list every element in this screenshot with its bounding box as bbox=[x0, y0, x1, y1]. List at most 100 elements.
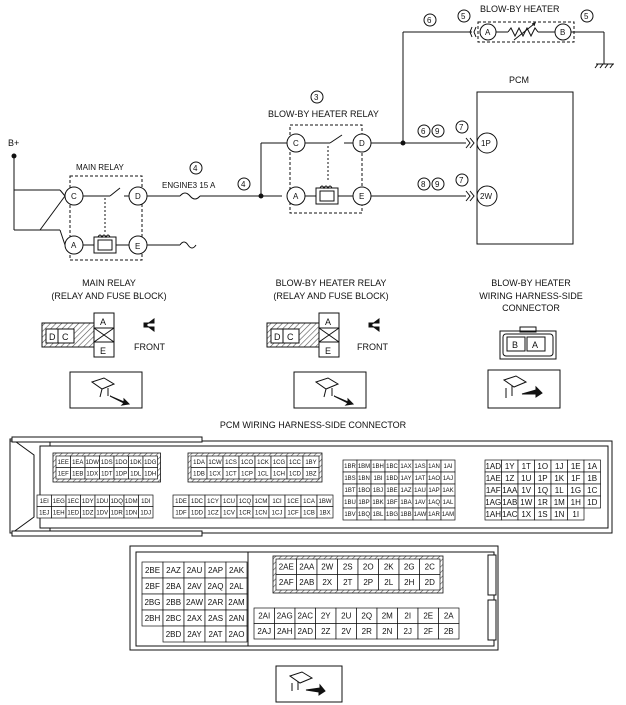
pin-label: 1DE bbox=[175, 499, 187, 505]
pin-label: 1DF bbox=[175, 510, 187, 516]
pin-label: 2M bbox=[382, 612, 393, 621]
pin-label: 2AL bbox=[229, 582, 244, 591]
pcm-term-1p bbox=[476, 132, 498, 154]
pin-label: 2I bbox=[404, 612, 411, 621]
pin-label: 2J bbox=[404, 627, 412, 636]
pin-label: 1AM bbox=[442, 512, 454, 518]
pin-label: 1BU bbox=[344, 500, 356, 506]
pin-label: 1BQ bbox=[358, 512, 370, 518]
pcm-term-2w-label: 2W bbox=[480, 192, 492, 201]
pin-label: 2AK bbox=[229, 566, 245, 575]
pin-label: 2AC bbox=[297, 612, 313, 621]
pin-label: 1AA bbox=[502, 486, 518, 495]
pin-label: 2AX bbox=[187, 614, 203, 623]
pin-label: 2W bbox=[321, 563, 333, 572]
pin-label: 2H bbox=[404, 578, 414, 587]
pin-label: 1BJ bbox=[373, 488, 383, 494]
pin-label: 1DW bbox=[86, 460, 100, 466]
circle-4-wire: 4 bbox=[241, 180, 246, 189]
pin-label: 1EF bbox=[58, 471, 69, 477]
pin-cell bbox=[316, 506, 334, 519]
pin-label: 1R bbox=[538, 498, 548, 507]
pin-label: 2AJ bbox=[257, 627, 271, 636]
pin-cell bbox=[302, 467, 320, 480]
main-relay-socket-d: D bbox=[49, 332, 56, 342]
pin-label: 1DM bbox=[125, 499, 138, 505]
main-relay-term-a-label: A bbox=[71, 241, 77, 250]
pin-label: 1AN bbox=[428, 464, 440, 470]
pin-label: 1F bbox=[571, 474, 580, 483]
pin-label: 2BG bbox=[144, 598, 160, 607]
pin-label: 1N bbox=[554, 510, 564, 519]
pin-label: 1AV bbox=[415, 500, 426, 506]
circle-3: 3 bbox=[314, 93, 319, 102]
pin-label: 2AW bbox=[186, 598, 203, 607]
main-relay-term-c-label: C bbox=[71, 192, 77, 201]
pin-label: 1CT bbox=[225, 471, 237, 477]
pin-label: 1AQ bbox=[428, 500, 440, 506]
pin-label: 1EI bbox=[40, 499, 49, 505]
pin-label: 1CB bbox=[303, 510, 315, 516]
main-relay-socket-c: C bbox=[62, 332, 69, 342]
pin-label: 1DP bbox=[115, 471, 127, 477]
pin-label: 1AC bbox=[502, 510, 518, 519]
circle-4-fuse: 4 bbox=[193, 164, 198, 173]
pin-label: 1DR bbox=[111, 510, 124, 516]
pin-label: 1CK bbox=[257, 460, 269, 466]
pin-label: 1CS bbox=[225, 460, 237, 466]
pin-label: 2E bbox=[423, 612, 433, 621]
circle-6-top: 6 bbox=[427, 16, 432, 25]
pin-label: 2AM bbox=[228, 598, 245, 607]
pin-label: 1BM bbox=[358, 464, 370, 470]
pin-label: 1DB bbox=[193, 471, 205, 477]
pin-label: 2R bbox=[362, 627, 372, 636]
pin-label: 2AY bbox=[187, 630, 202, 639]
pin-label: 1BX bbox=[319, 510, 330, 516]
pin-label: 1CJ bbox=[272, 510, 283, 516]
circle-6-mid: 6 bbox=[421, 127, 426, 136]
pin-label: 1DI bbox=[141, 499, 151, 505]
pin-cell bbox=[567, 507, 585, 521]
pin-label: 2U bbox=[341, 612, 351, 621]
pin-label: 2G bbox=[404, 563, 415, 572]
pin-label: 1B bbox=[587, 474, 597, 483]
pin-label: 1BG bbox=[386, 512, 398, 518]
pin-label: 2B bbox=[444, 627, 454, 636]
pin-label: 2A bbox=[444, 612, 454, 621]
heater-relay-socket-e: E bbox=[325, 346, 331, 356]
heater-side-connector-view: B A bbox=[487, 326, 561, 409]
pin-label: 1CN bbox=[255, 510, 267, 516]
pin-label: 1CH bbox=[273, 471, 285, 477]
pin-label: 2AZ bbox=[166, 566, 181, 575]
pin-cell bbox=[225, 625, 248, 643]
pin-label: 1I bbox=[572, 510, 579, 519]
pcm-title: PCM bbox=[509, 75, 529, 85]
pin-label: 1AT bbox=[415, 476, 426, 482]
pin-label: 1AB bbox=[502, 498, 517, 507]
pin-label: 1CM bbox=[255, 499, 268, 505]
pin-label: 1DT bbox=[101, 471, 113, 477]
pin-label: 2AG bbox=[277, 612, 293, 621]
heater-term-b-label: B bbox=[560, 28, 565, 37]
pin-label: 1V bbox=[521, 486, 531, 495]
pin-label: 1P bbox=[538, 474, 548, 483]
pin-label: 1H bbox=[571, 498, 581, 507]
pin-label: 1DN bbox=[125, 510, 137, 516]
pin-cell bbox=[142, 467, 158, 480]
pin-label: 1ED bbox=[67, 510, 79, 516]
pin-label: 1DC bbox=[191, 499, 204, 505]
pcm-connector-pictogram bbox=[275, 665, 343, 703]
heater-relay-view-title-1: BLOW-BY HEATER RELAY bbox=[276, 278, 387, 288]
fuse-label: ENGINE3 15 A bbox=[162, 181, 216, 190]
pin-label: 2BE bbox=[145, 566, 160, 575]
pin-label: 1BC bbox=[386, 464, 398, 470]
pin-label: 1BN bbox=[358, 476, 370, 482]
heater-relay: 3 BLOW-BY HEATER RELAY C D A E bbox=[268, 90, 379, 214]
pin-label: 1DU bbox=[96, 499, 108, 505]
pcm-connector-title: PCM WIRING HARNESS-SIDE CONNECTOR bbox=[220, 420, 407, 430]
blow-by-heater: BLOW-BY HEATER 5 5 A B bbox=[457, 4, 614, 69]
pin-label: 2AS bbox=[208, 614, 223, 623]
